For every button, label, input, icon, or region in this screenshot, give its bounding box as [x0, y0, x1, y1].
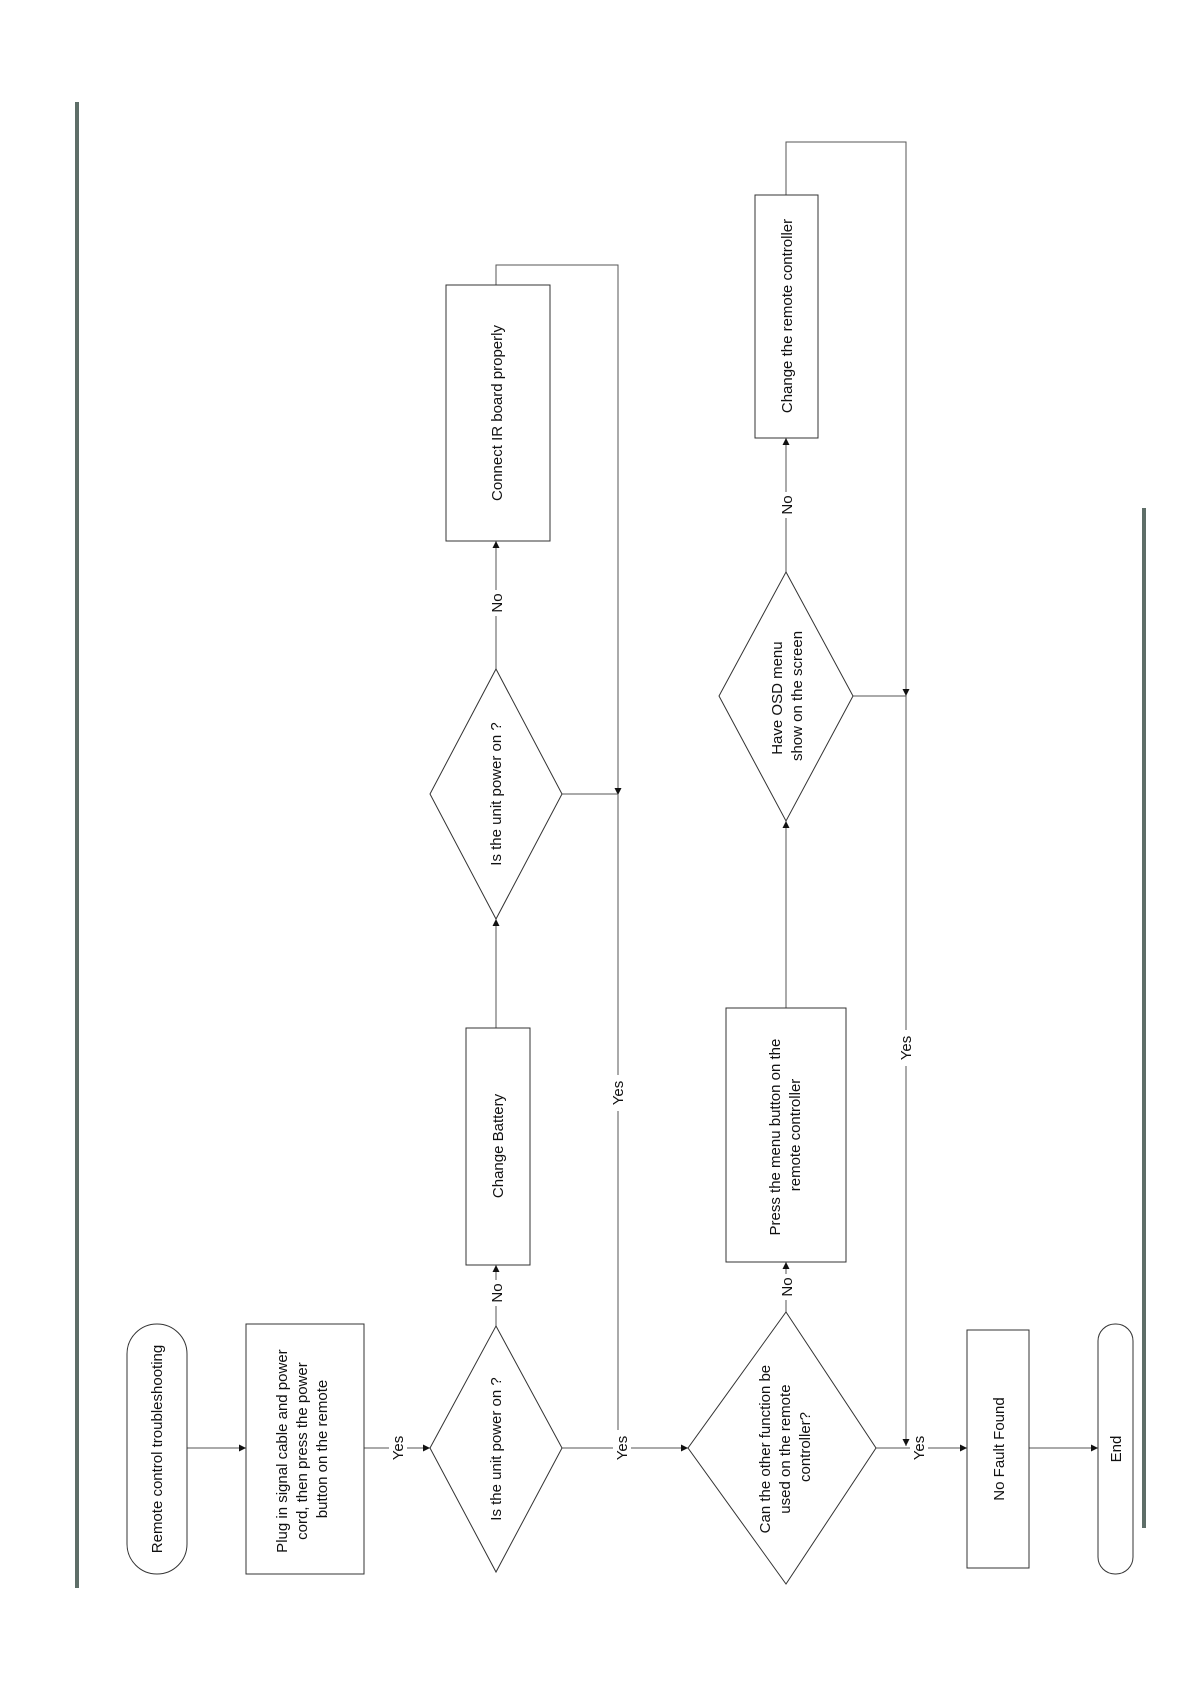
edge-label-yes-other: Yes [614, 1436, 631, 1460]
node-plug-label: Plug in signal cable and power cord, the… [274, 1345, 331, 1553]
node-start-label: Remote control troubleshooting [149, 1345, 166, 1553]
node-check-power-1-label: Is the unit power on ? [488, 1377, 505, 1520]
edge-labels: Yes No No Yes Yes No No Yes Yes [389, 492, 928, 1466]
node-check-power-1 [429, 1324, 563, 1574]
node-osd-menu [718, 570, 854, 823]
node-press-menu [725, 1007, 847, 1263]
node-press-menu-label: Press the menu button on the remote cont… [767, 1035, 804, 1236]
edge-label-yes-plug: Yes [390, 1436, 407, 1460]
edge-label-no-battery: No [489, 1283, 506, 1302]
edge-label-no-change: No [779, 495, 796, 514]
node-no-fault [966, 1329, 1030, 1569]
node-plug [245, 1323, 365, 1575]
edge-change-loop [785, 141, 910, 696]
right-border-rule [1142, 508, 1146, 1528]
node-no-fault-label: No Fault Found [991, 1397, 1008, 1500]
edge-label-yes-check2: Yes [610, 1081, 627, 1105]
node-change-remote-label: Change the remote controller [779, 219, 796, 413]
edge-label-yes-nofault: Yes [911, 1436, 928, 1460]
node-change-battery-label: Change Battery [490, 1093, 507, 1198]
left-border-rule [75, 102, 79, 1588]
node-other-function [687, 1311, 877, 1585]
connectors [187, 141, 1098, 1452]
node-change-battery [465, 1027, 531, 1266]
node-end [1097, 1323, 1134, 1575]
node-osd-menu-label: Have OSD menu show on the screen [769, 631, 806, 761]
node-other-function-label: Can the other function be used on the re… [757, 1361, 814, 1534]
edge-label-yes-osd: Yes [898, 1036, 915, 1060]
node-end-label: End [1108, 1436, 1125, 1463]
node-check-power-2-label: Is the unit power on ? [488, 722, 505, 865]
node-change-remote [754, 194, 819, 439]
node-connect-ir [445, 284, 551, 542]
edge-label-no-ir: No [489, 593, 506, 612]
edge-ir-loop [495, 264, 622, 795]
node-connect-ir-label: Connect IR board properly [489, 325, 506, 501]
edge-label-no-menu: No [779, 1277, 796, 1296]
node-start [126, 1323, 188, 1575]
node-check-power-2 [429, 667, 563, 921]
